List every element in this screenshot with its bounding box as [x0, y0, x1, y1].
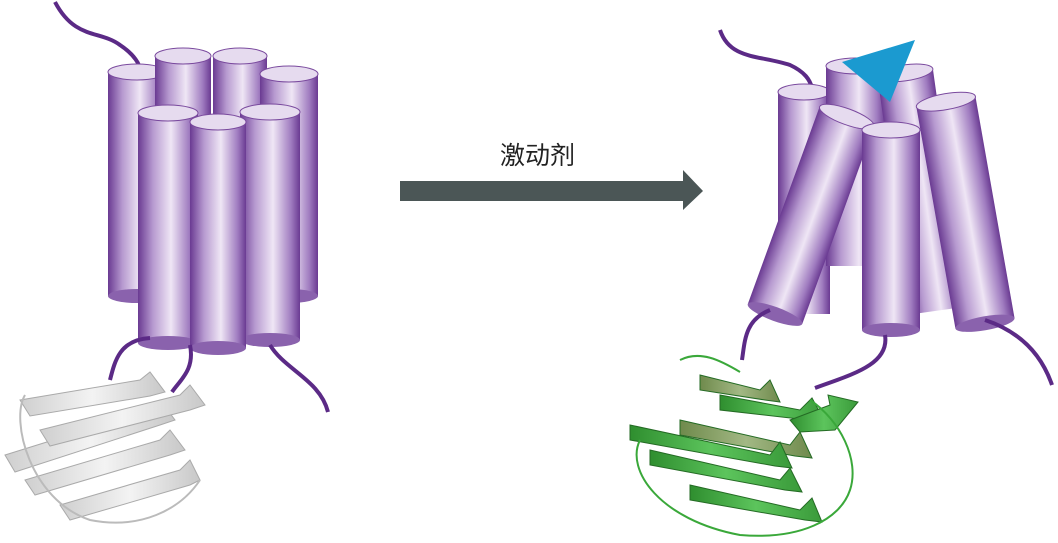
intracellular-loop — [740, 308, 771, 361]
helix — [915, 91, 1015, 332]
active-receptor — [629, 29, 1054, 537]
intracellular-loop — [814, 334, 888, 390]
inactive-receptor — [4, 1, 330, 524]
c-terminal-loop — [984, 318, 1054, 386]
n-terminal-loop — [718, 29, 814, 89]
intracellular-loop — [108, 336, 151, 381]
intracellular-loop — [170, 344, 193, 394]
c-terminal-loop — [268, 343, 330, 413]
helix — [861, 121, 921, 337]
g-protein-inactive — [4, 371, 206, 524]
helix-bundle-inactive — [107, 47, 319, 355]
helix-bundle-active — [747, 57, 1015, 337]
g-protein-active — [629, 355, 859, 537]
helix — [239, 103, 301, 347]
agonist-label: 激动剂 — [500, 141, 576, 170]
helix — [189, 113, 247, 355]
helix — [137, 104, 199, 350]
helix — [747, 103, 875, 326]
agonist-ligand-icon — [842, 40, 915, 102]
activation-arrow — [400, 170, 703, 210]
n-terminal-loop — [53, 1, 142, 71]
